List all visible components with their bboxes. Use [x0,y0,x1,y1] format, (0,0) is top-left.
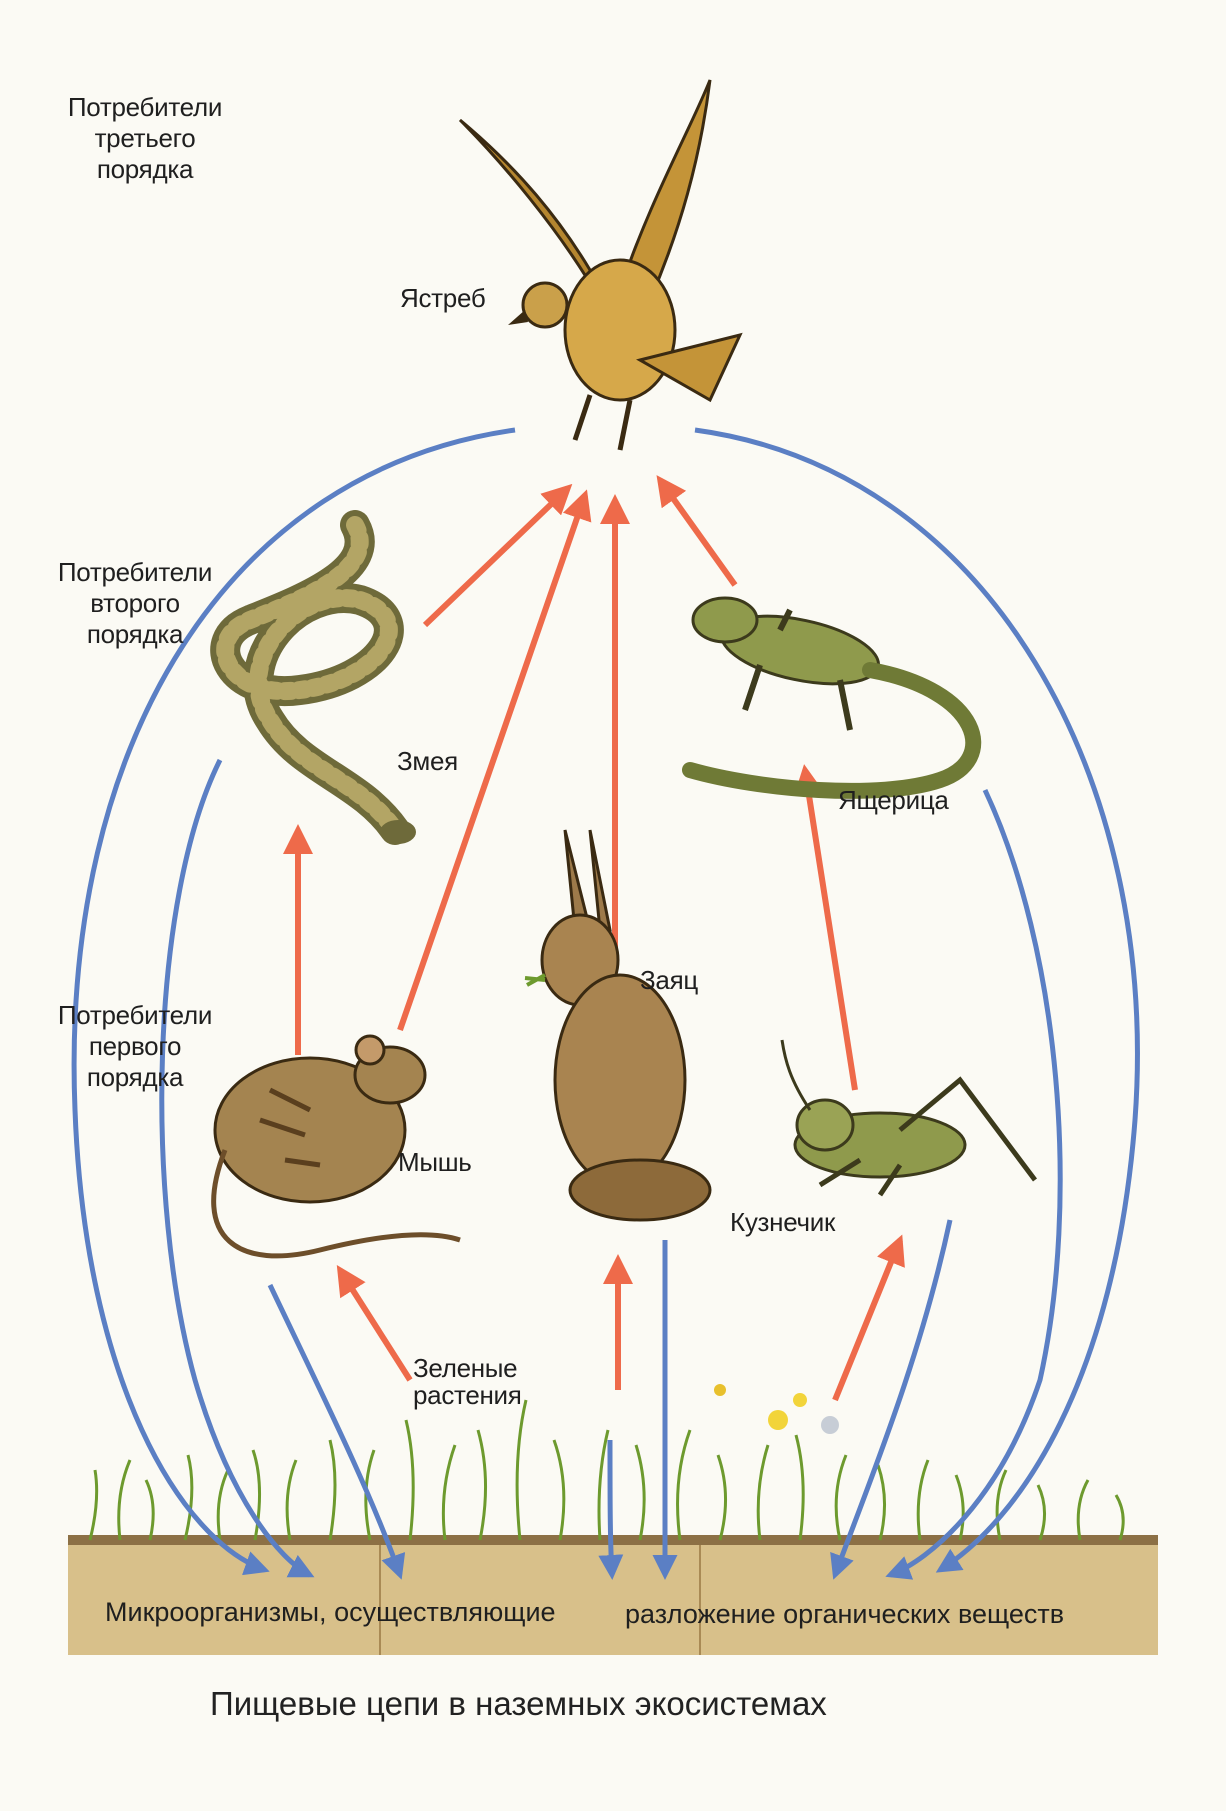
feed-arrow-grasshopper-lizard [805,770,855,1090]
hawk-illustration [460,80,740,450]
label-lizard: Ящерица [838,785,949,816]
feed-arrow-plants-mouse [340,1270,410,1380]
label-third-order-consumers: Потребители третьего порядка [40,92,250,186]
label-second-order-consumers: Потребители второго порядка [30,557,240,651]
mouse-illustration [214,1036,460,1256]
label-grasshopper: Кузнечик [730,1207,835,1238]
decomp-arrow-hawk-right [695,430,1137,1570]
label-hawk: Ястреб [400,283,485,314]
feed-arrow-lizard-hawk [660,480,735,585]
flowers [714,1384,839,1434]
snake-illustration [225,525,416,844]
figure-caption: Пищевые цепи в наземных экосистемах [210,1685,827,1723]
label-mouse: Мышь [398,1147,472,1178]
soil-label-part2: разложение органических веществ [625,1599,1064,1630]
label-first-order-consumers: Потребители первого порядка [30,1000,240,1094]
decomp-arrow-grasshopper [835,1220,950,1575]
feed-arrow-plants-grasshopper [835,1240,900,1400]
soil-label-part1: Микроорганизмы, осуществляющие [105,1597,556,1628]
label-green-plants: Зеленые растения [413,1355,522,1410]
grass-strip [90,1400,1123,1540]
decomp-arrow-lizard [890,790,1060,1575]
label-snake: Змея [397,746,458,777]
decomp-arrow-plants [610,1440,612,1575]
lizard-illustration [690,598,973,791]
grasshopper-illustration [782,1040,1035,1195]
label-hare: Заяц [640,965,698,996]
